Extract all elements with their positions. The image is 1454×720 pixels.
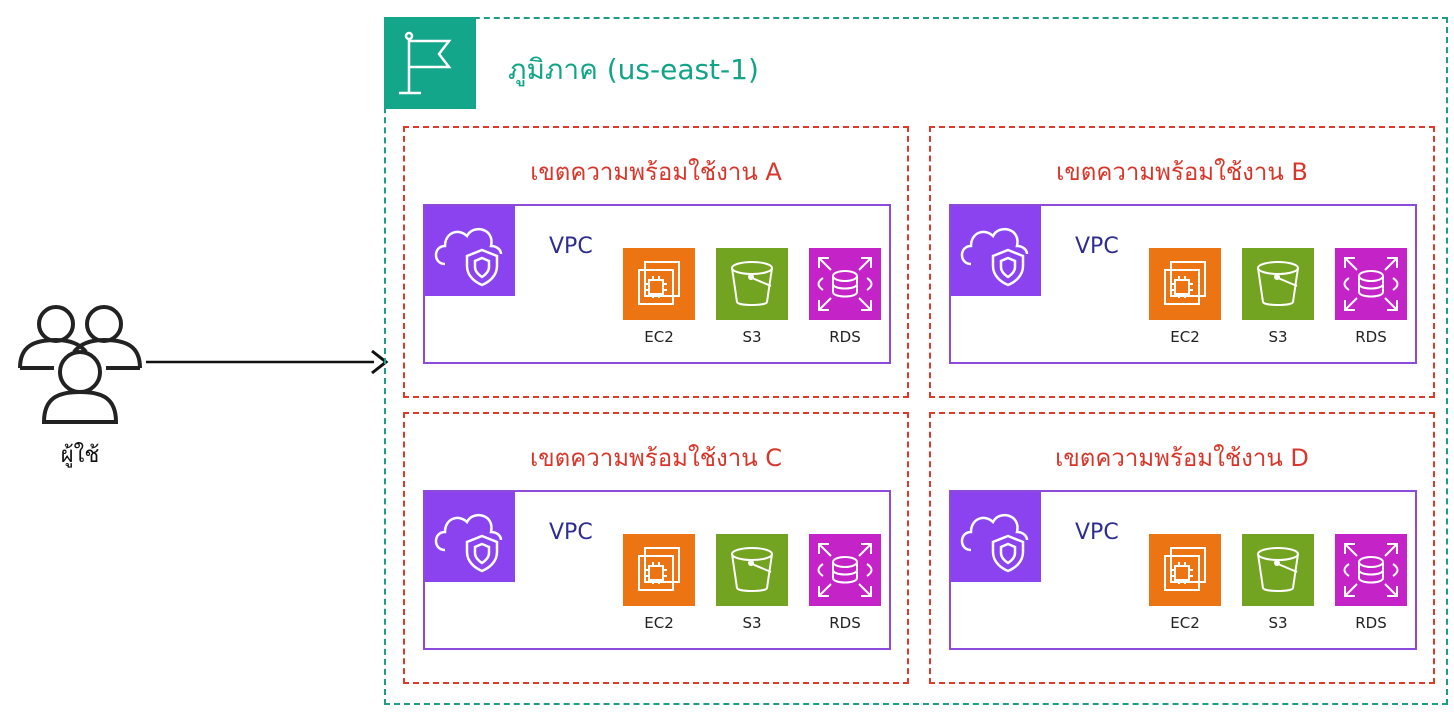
s3-label: S3	[1268, 328, 1288, 346]
availability-zone-c: เขตความพร้อมใช้งาน C VPC EC	[403, 412, 909, 684]
users-icon	[18, 305, 142, 424]
region-title: ภูมิภาค (us-east-1)	[508, 53, 759, 86]
vpc-container: VPC EC2 S3	[423, 490, 891, 650]
cloud-shield-icon	[960, 227, 1029, 287]
rds-label: RDS	[829, 614, 861, 632]
zone-title: เขตความพร้อมใช้งาน D	[1055, 444, 1309, 472]
vpc-icon-box	[425, 206, 515, 296]
s3-label: S3	[1268, 614, 1288, 632]
vpc-container: VPC EC2 S3	[949, 204, 1417, 364]
vpc-label: VPC	[1075, 234, 1119, 259]
ec2-label: EC2	[1170, 328, 1200, 346]
cloud-shield-icon	[434, 513, 503, 573]
ec2-service	[623, 248, 695, 320]
vpc-container: VPC EC2 S3	[423, 204, 891, 364]
s3-service	[716, 534, 788, 606]
rds-label: RDS	[1355, 614, 1387, 632]
rds-label: RDS	[829, 328, 861, 346]
flag-icon	[399, 31, 452, 95]
vpc-icon-box	[951, 206, 1041, 296]
zone-title: เขตความพร้อมใช้งาน C	[530, 444, 782, 472]
ec2-service	[1149, 534, 1221, 606]
rds-database-icon	[1343, 257, 1399, 311]
vpc-label: VPC	[549, 520, 593, 545]
zone-title: เขตความพร้อมใช้งาน A	[530, 158, 782, 186]
users-node: ผู้ใช้	[10, 290, 150, 470]
ec2-label: EC2	[644, 614, 674, 632]
rds-database-icon	[817, 257, 873, 311]
vpc-label: VPC	[549, 234, 593, 259]
cloud-shield-icon	[434, 227, 503, 287]
ec2-label: EC2	[1170, 614, 1200, 632]
s3-service	[1242, 248, 1314, 320]
rds-service	[1335, 534, 1407, 606]
ec2-chip-icon	[1164, 261, 1206, 305]
rds-service	[809, 534, 881, 606]
vpc-container: VPC EC2 S3	[949, 490, 1417, 650]
s3-bucket-icon	[1257, 547, 1299, 592]
ec2-chip-icon	[638, 547, 680, 591]
s3-service	[1242, 534, 1314, 606]
ec2-service	[623, 534, 695, 606]
ec2-chip-icon	[638, 261, 680, 305]
ec2-service	[1149, 248, 1221, 320]
s3-bucket-icon	[731, 261, 773, 306]
cloud-shield-icon	[960, 513, 1029, 573]
vpc-icon-box	[951, 492, 1041, 582]
availability-zone-d: เขตความพร้อมใช้งาน D VPC EC	[929, 412, 1435, 684]
availability-zone-a: เขตความพร้อมใช้งาน A VPC EC	[403, 126, 909, 398]
availability-zone-b: เขตความพร้อมใช้งาน B VPC EC	[929, 126, 1435, 398]
user-label: ผู้ใช้	[60, 443, 100, 468]
s3-label: S3	[742, 614, 762, 632]
region-boundary	[384, 17, 1448, 705]
s3-service	[716, 248, 788, 320]
rds-service	[1335, 248, 1407, 320]
rds-database-icon	[1343, 543, 1399, 597]
vpc-label: VPC	[1075, 520, 1119, 545]
s3-bucket-icon	[731, 547, 773, 592]
rds-label: RDS	[1355, 328, 1387, 346]
vpc-icon-box	[425, 492, 515, 582]
region-flag-box	[384, 17, 476, 109]
s3-bucket-icon	[1257, 261, 1299, 306]
s3-label: S3	[742, 328, 762, 346]
ec2-chip-icon	[1164, 547, 1206, 591]
rds-database-icon	[817, 543, 873, 597]
ec2-label: EC2	[644, 328, 674, 346]
connection-arrow	[146, 349, 389, 375]
rds-service	[809, 248, 881, 320]
zone-title: เขตความพร้อมใช้งาน B	[1056, 158, 1308, 186]
